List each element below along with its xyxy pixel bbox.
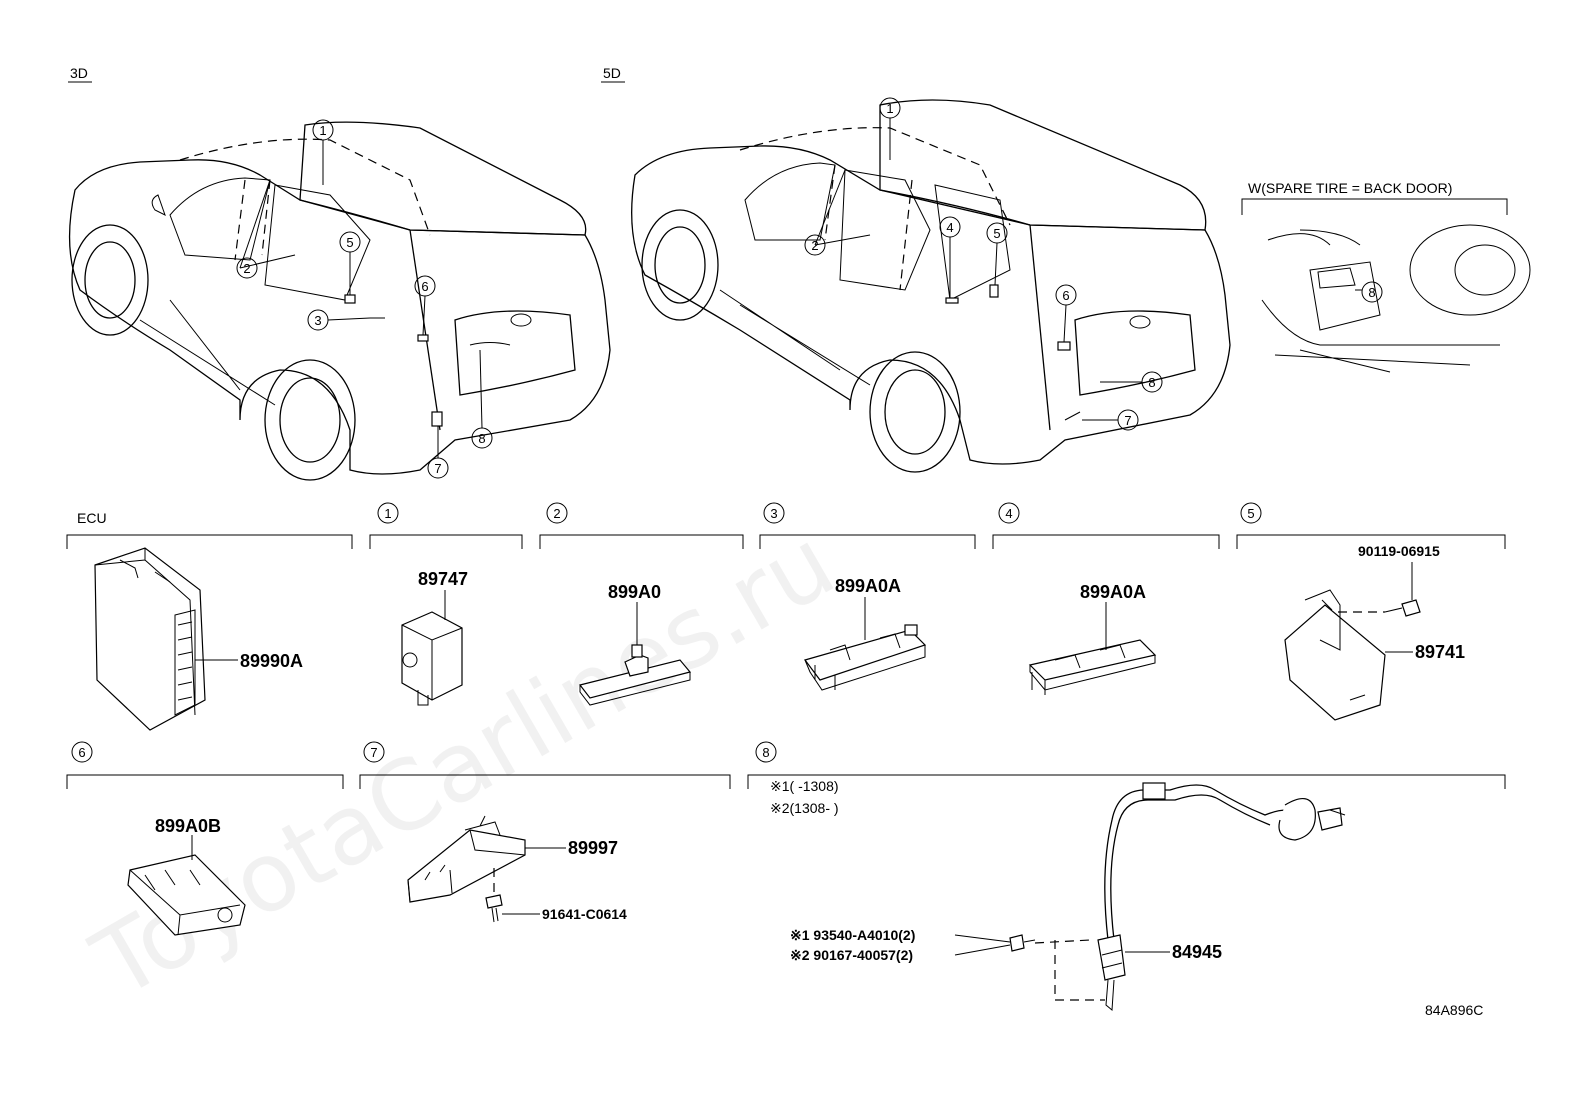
screw-drawing (485, 894, 503, 923)
spare-tire-label: W(SPARE TIRE = BACK DOOR) (1248, 180, 1452, 196)
svg-text:8: 8 (478, 431, 485, 446)
section-8: 8 ※1( -1308) ※2(1308- ) ※1 93540-A4010(2… (747, 741, 1506, 1012)
view-3d: 3D (68, 65, 611, 481)
svg-text:7: 7 (1124, 413, 1131, 428)
svg-text:1: 1 (319, 123, 326, 138)
s6-part-number: 899A0B (155, 816, 221, 836)
s8-part-number: 84945 (1172, 942, 1222, 962)
section-5: 5 90119-06915 89741 (1236, 502, 1506, 721)
svg-text:4: 4 (1005, 506, 1012, 521)
s2-part-number: 899A0 (608, 582, 661, 602)
antenna-899a0b-drawing (127, 854, 246, 936)
module-89741-drawing (1284, 589, 1386, 721)
callouts-5d: 1 2 4 5 6 7 8 (804, 97, 1163, 431)
wire-harness-84945-drawing (1097, 782, 1346, 1012)
s5-bolt-number: 90119-06915 (1358, 543, 1440, 559)
svg-text:8: 8 (762, 745, 769, 760)
callouts-3d: 1 2 3 5 6 7 8 (236, 119, 493, 479)
s8-note-2: ※2(1308- ) (770, 800, 839, 816)
bolt-drawing (1384, 599, 1421, 617)
antenna-899a0a-drawing-2 (1028, 639, 1157, 695)
svg-text:4: 4 (946, 220, 953, 235)
section-3: 3 899A0A (759, 502, 976, 691)
s4-part-number: 899A0A (1080, 582, 1146, 602)
sensor-89747-drawing (401, 611, 463, 706)
svg-text:7: 7 (370, 745, 377, 760)
antenna-899a0-drawing (578, 644, 692, 706)
svg-text:2: 2 (243, 261, 250, 276)
svg-text:1: 1 (886, 101, 893, 116)
view-3d-label: 3D (70, 65, 88, 81)
section-ecu: ECU 89990A (66, 510, 353, 731)
s8-bolt-1: ※1 93540-A4010(2) (790, 927, 915, 943)
svg-text:6: 6 (421, 279, 428, 294)
svg-text:5: 5 (346, 235, 353, 250)
s8-bolt-2: ※2 90167-40057(2) (790, 947, 913, 963)
svg-text:5: 5 (993, 226, 1000, 241)
ecu-unit-drawing (94, 547, 206, 731)
svg-text:2: 2 (553, 506, 560, 521)
ecu-label: ECU (77, 510, 107, 526)
svg-text:3: 3 (770, 506, 777, 521)
vehicle-3d-drawing (68, 121, 611, 481)
svg-text:2: 2 (811, 238, 818, 253)
antenna-899a0a-drawing (803, 624, 927, 691)
spare-tire-inset: W(SPARE TIRE = BACK DOOR) 8 (1241, 180, 1531, 373)
s8-note-1: ※1( -1308) (770, 778, 839, 794)
section-1: 1 89747 (369, 502, 523, 706)
s8-bolt-drawing (1009, 934, 1036, 952)
svg-text:6: 6 (78, 745, 85, 760)
vehicle-5d-drawing (631, 99, 1231, 473)
section-2: 2 899A0 (539, 502, 744, 706)
svg-text:6: 6 (1062, 288, 1069, 303)
section-7: 7 89997 91641-C0614 (359, 741, 731, 923)
svg-text:8: 8 (1368, 285, 1375, 300)
s5-part-number: 89741 (1415, 642, 1465, 662)
s1-part-number: 89747 (418, 569, 468, 589)
s7-bolt-number: 91641-C0614 (542, 906, 627, 922)
svg-text:3: 3 (314, 313, 321, 328)
view-5d-label: 5D (603, 65, 621, 81)
svg-text:7: 7 (434, 461, 441, 476)
svg-text:8: 8 (1148, 375, 1155, 390)
antenna-89997-drawing (407, 815, 526, 903)
section-4: 4 899A0A (992, 502, 1220, 695)
s7-part-number: 89997 (568, 838, 618, 858)
s3-part-number: 899A0A (835, 576, 901, 596)
ecu-part-number: 89990A (240, 651, 303, 671)
diagram-code: 84A896C (1425, 1002, 1483, 1018)
section-6: 6 899A0B (66, 741, 344, 936)
svg-text:5: 5 (1247, 506, 1254, 521)
view-5d: 5D 1 2 (601, 65, 1231, 473)
svg-text:1: 1 (384, 506, 391, 521)
